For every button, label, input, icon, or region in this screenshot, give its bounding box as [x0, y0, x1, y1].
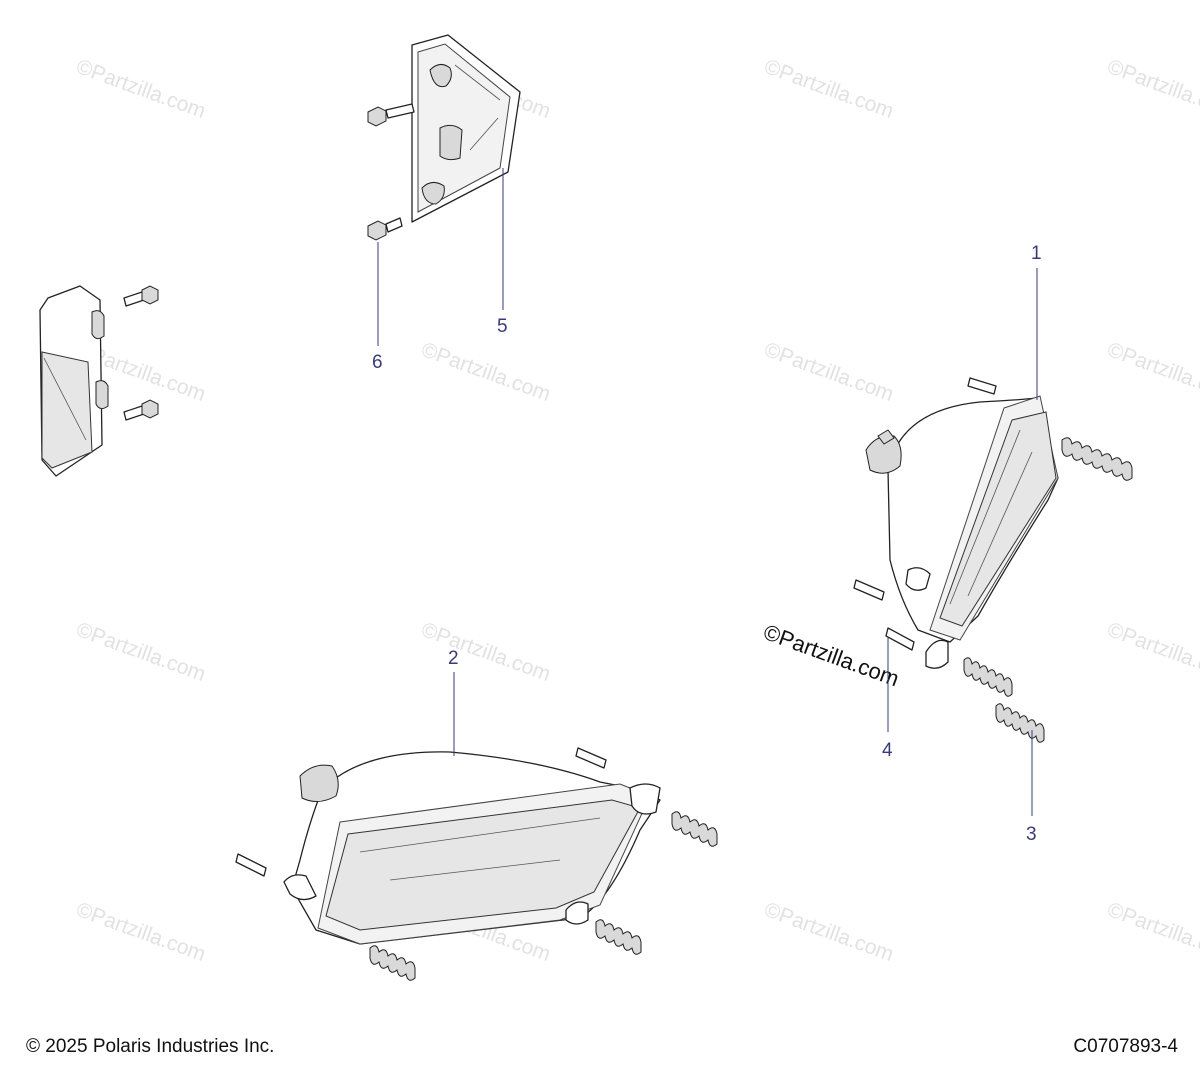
side-reflector-screw-upper	[123, 285, 159, 307]
adjusting-pin-part-2-left	[235, 853, 267, 877]
watermark: ©Partzilla.com	[1104, 55, 1200, 123]
watermark-main: ©Partzilla.com	[760, 619, 902, 691]
watermark: ©Partzilla.com	[1104, 338, 1200, 406]
headlight-assembly-part-1	[865, 395, 1059, 669]
headlight-assembly-part-2	[283, 751, 661, 945]
adjusting-pin-part-2-top	[575, 747, 607, 769]
watermark: ©Partzilla.com	[761, 898, 896, 966]
watermark: ©Partzilla.com	[418, 618, 553, 686]
side-reflector-screw-lower	[123, 399, 159, 421]
watermark: ©Partzilla.com	[1104, 618, 1200, 686]
callout-2: 2	[448, 648, 459, 669]
callout-6: 6	[372, 352, 383, 373]
screw-part-6-upper	[367, 103, 415, 127]
pivot-pin-part-4-a	[853, 579, 885, 601]
screw-part-6-lower	[367, 217, 403, 241]
callout-5: 5	[497, 316, 508, 337]
watermark: ©Partzilla.com	[1104, 898, 1200, 966]
leader-lines	[377, 168, 1038, 816]
adjusting-pin-part-1-top	[967, 377, 997, 395]
watermark: ©Partzilla.com	[73, 898, 208, 966]
spring-part-3-a	[1061, 437, 1133, 481]
watermark: ©Partzilla.com	[761, 55, 896, 123]
watermark: ©Partzilla.com	[761, 338, 896, 406]
callout-1: 1	[1031, 243, 1042, 264]
pivot-pin-part-4-b	[885, 627, 915, 651]
reflector-bracket-part-5	[411, 34, 521, 223]
watermark: ©Partzilla.com	[73, 618, 208, 686]
footer-copyright: © 2025 Polaris Industries Inc.	[26, 1036, 275, 1057]
spring-part-2-b	[595, 919, 642, 955]
spring-part-2-c	[369, 945, 416, 981]
spring-part-2-a	[671, 811, 718, 847]
diagram-code: C0707893-4	[1073, 1036, 1178, 1057]
side-reflector	[39, 285, 109, 477]
spring-part-3-b	[963, 657, 1013, 697]
callout-3: 3	[1026, 824, 1037, 845]
spring-part-3-c	[995, 703, 1045, 743]
callout-4: 4	[882, 740, 893, 761]
watermark: ©Partzilla.com	[73, 55, 208, 123]
watermark: ©Partzilla.com	[418, 338, 553, 406]
